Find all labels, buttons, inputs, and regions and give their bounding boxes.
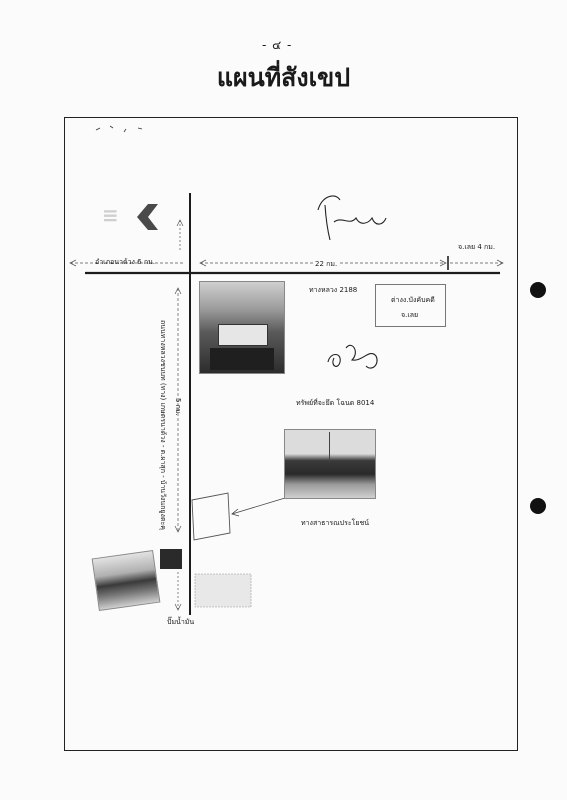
gas-station-marker [160, 549, 182, 569]
property-plot [191, 492, 231, 541]
right-label: จ.เลย 4 กม. [458, 243, 496, 251]
binder-hole-bottom [530, 498, 546, 514]
property-photo [284, 429, 376, 499]
page-number: - ๔ - [262, 38, 293, 52]
vertical-distance-label: 5 กม. [174, 398, 182, 416]
vertical-road-label: ถนนทางหลวงชนบท (ทาง) เกษตรนาด้วง - ต.ผาส… [159, 320, 167, 530]
page-title: แผนที่สังเขป [216, 63, 351, 92]
office-photo [199, 281, 285, 374]
office-label-line1: ต่างง.บังคับคดี [391, 296, 435, 304]
gas-station-label: ปั๊มน้ำมัน [167, 618, 195, 626]
signature-mid [327, 344, 378, 369]
map-frame [64, 117, 518, 751]
binder-hole-top [530, 282, 546, 298]
distance-top-label: 22 กม. [313, 259, 340, 270]
highway-label: ทางหลวง 2188 [309, 286, 358, 294]
gas-station-photo [91, 549, 161, 612]
pointer-line [231, 497, 286, 515]
lower-lot [194, 573, 252, 608]
office-label-box: ต่างง.บังคับคดี จ.เลย [375, 284, 446, 327]
office-label-line2: จ.เลย [401, 311, 419, 319]
left-road-label: อำเภอนาด้วง 6 กม. [95, 258, 155, 266]
property-label: ทรัพย์ที่จะยึด โฉนด 8014 [296, 399, 375, 407]
public-road-label: ทางสาธารณประโยชน์ [301, 519, 369, 527]
signature-top [317, 195, 387, 241]
chevron-left-icon [137, 204, 158, 230]
svg-text:≡: ≡ [102, 203, 119, 227]
